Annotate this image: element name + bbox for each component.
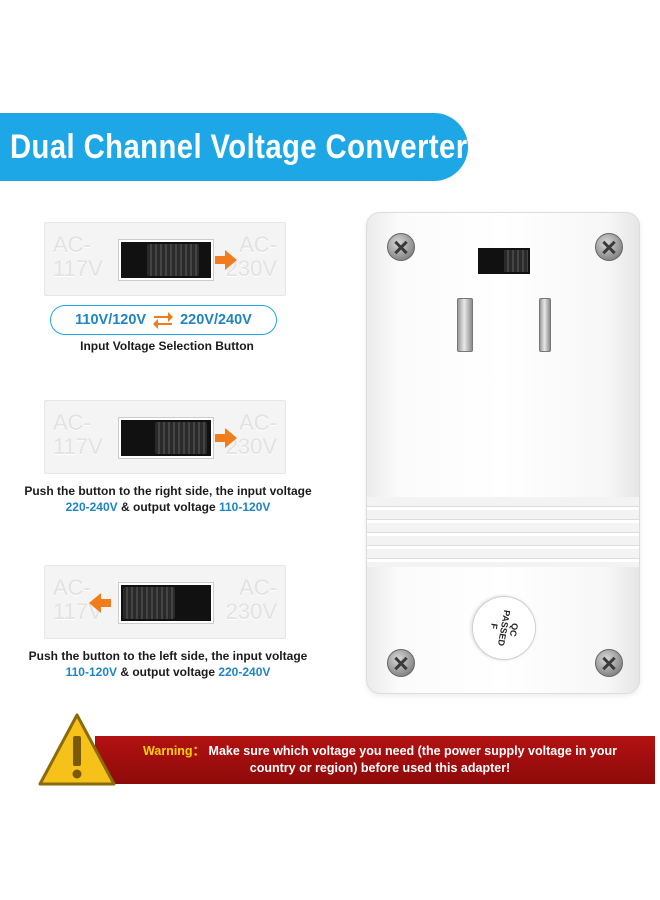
warning-text-line2: country or region) before used this adap…	[249, 761, 511, 775]
screw-icon	[595, 233, 623, 261]
switch-label-ac-left: AC-	[53, 575, 91, 600]
plug-prong-left	[457, 298, 473, 352]
voltage-slide-switch	[118, 239, 214, 281]
switch-panel-selector: AC- 117V AC- 230V	[44, 222, 286, 296]
step-right-middle: & output voltage	[117, 500, 219, 514]
switch-panel-right: AC- 117V AC- 230V	[44, 400, 286, 474]
screw-icon	[387, 233, 415, 261]
title-banner: Dual Channel Voltage Converter	[0, 113, 468, 181]
warning-text-line1: Make sure which voltage you need (the po…	[205, 744, 617, 758]
switch-knob	[155, 422, 207, 454]
step-right-caption: Push the button to the right side, the i…	[10, 483, 326, 515]
switch-label-230v: 230V	[225, 599, 277, 624]
qc-sticker-line3: F	[488, 622, 500, 630]
switch-knob	[123, 587, 175, 619]
qc-passed-sticker: QC PASSED F	[466, 590, 542, 666]
step-right-input-range: 220-240V	[65, 500, 118, 514]
voltage-slide-switch	[118, 417, 214, 459]
arrow-right-icon	[215, 250, 237, 270]
step-right-output-range: 110-120V	[218, 500, 271, 514]
device-slide-switch	[478, 248, 530, 274]
warning-label: Warning：	[143, 744, 206, 758]
step-left-output-range: 220-240V	[218, 665, 271, 679]
selector-caption: Input Voltage Selection Button	[80, 339, 254, 353]
step-left-middle: & output voltage	[117, 665, 219, 679]
page-title: Dual Channel Voltage Converter	[10, 127, 468, 166]
switch-label-117v: 117V	[53, 434, 103, 459]
voltage-high-label: 220V/240V	[180, 312, 252, 328]
voltage-converter-device: QC PASSED F	[366, 212, 640, 694]
device-grip-ridges	[367, 497, 639, 567]
switch-label-117v: 117V	[53, 256, 103, 281]
switch-label-ac-right: AC-	[239, 410, 277, 435]
warning-triangle-icon	[38, 713, 116, 786]
step-left-input-range: 110-120V	[65, 665, 117, 679]
switch-label-ac-right: AC-	[239, 575, 277, 600]
switch-label-ac-left: AC-	[53, 410, 91, 435]
switch-label-ac-right: AC-	[239, 232, 277, 257]
voltage-slide-switch	[118, 582, 214, 624]
warning-bar: Warning： Make sure which voltage you nee…	[95, 736, 655, 784]
input-voltage-selector: 110V/120V 220V/240V	[50, 305, 277, 335]
arrow-right-icon	[215, 428, 237, 448]
screw-icon	[595, 649, 623, 677]
voltage-low-label: 110V/120V	[75, 312, 147, 328]
step-right-line1: Push the button to the right side, the i…	[24, 484, 312, 498]
plug-prong-right	[539, 298, 551, 352]
arrow-left-icon	[89, 593, 111, 613]
device-switch-knob	[504, 250, 528, 272]
step-left-line1: Push the button to the left side, the in…	[28, 649, 308, 663]
switch-label-ac-left: AC-	[53, 232, 91, 257]
screw-icon	[387, 649, 415, 677]
swap-arrows-icon	[153, 312, 174, 329]
step-left-caption: Push the button to the left side, the in…	[10, 648, 326, 680]
switch-knob	[147, 244, 199, 276]
switch-panel-left: AC- 117V AC- 230V	[44, 565, 286, 639]
